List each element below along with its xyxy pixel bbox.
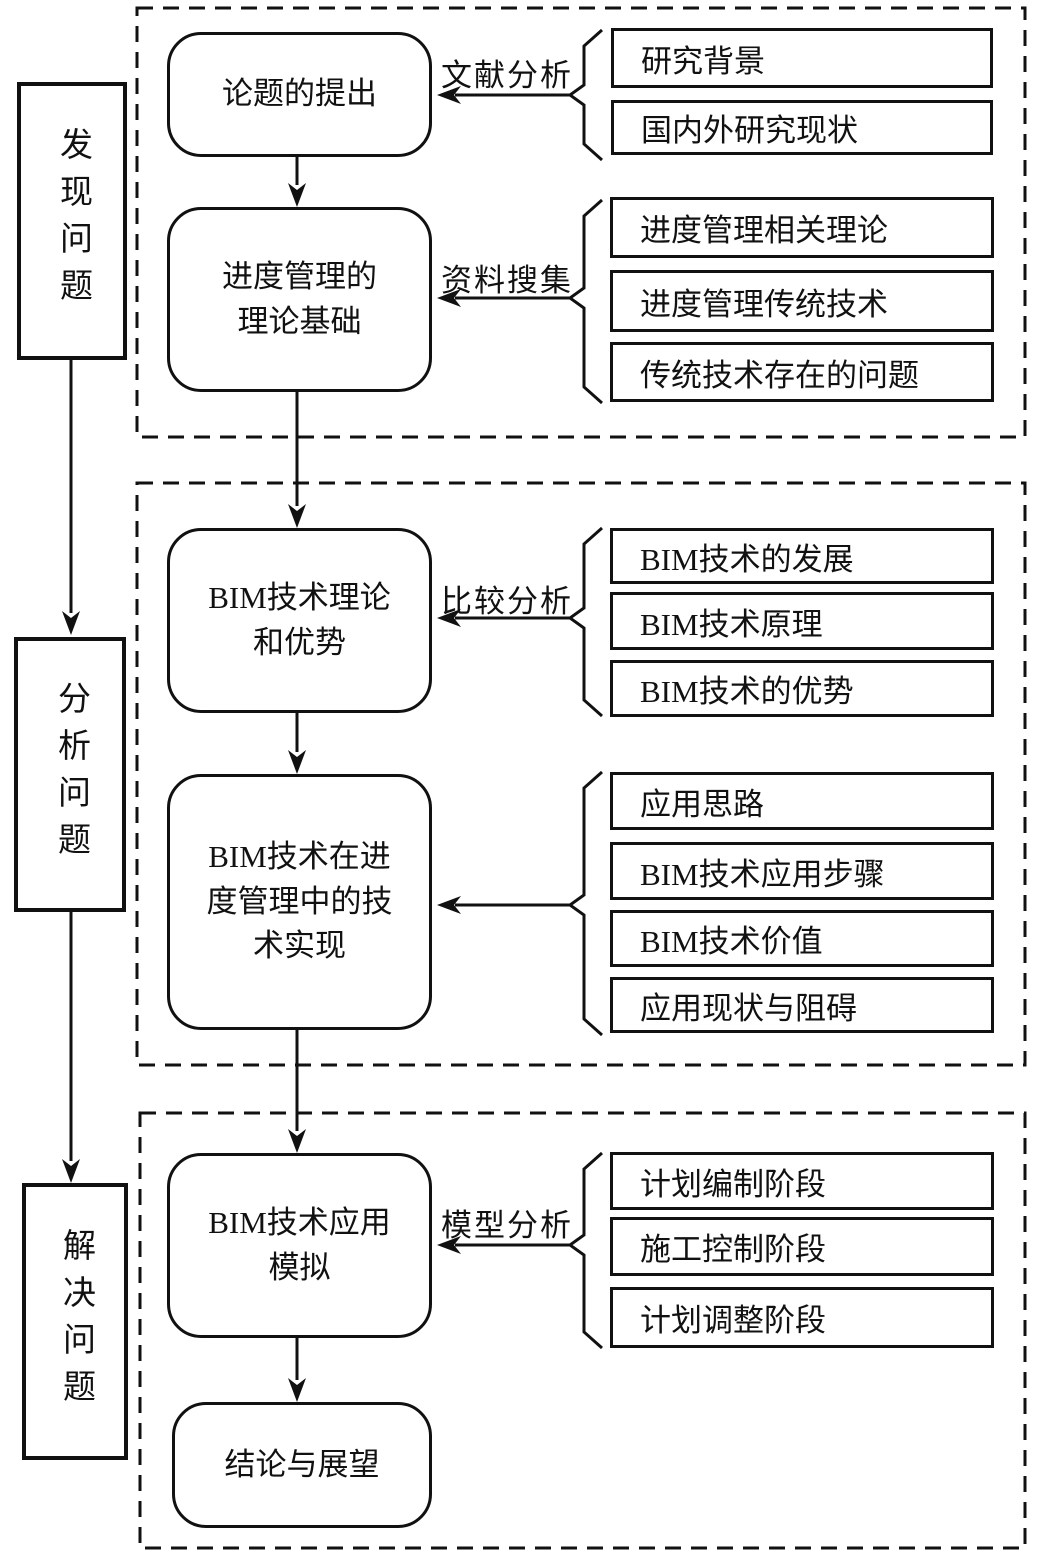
arrowheads	[62, 86, 461, 1402]
item-box: BIM技术的优势	[610, 660, 994, 717]
stage-box-solve-problem: 解决问题	[22, 1183, 128, 1460]
item-box: 应用现状与阻碍	[610, 977, 994, 1033]
brace-model	[567, 1151, 603, 1350]
item-box: BIM技术原理	[610, 592, 994, 650]
brace-material	[567, 198, 603, 405]
stage-box-discover-problem: 发现问题	[17, 82, 127, 360]
item-box: 计划编制阶段	[610, 1152, 994, 1210]
section-frame-discover	[135, 6, 1027, 439]
item-box: BIM技术的发展	[610, 528, 994, 584]
stage-label: 解决问题	[57, 1227, 94, 1416]
item-box: 进度管理相关理论	[610, 197, 994, 258]
item-box: 国内外研究现状	[611, 100, 993, 155]
node-bim-simulation: BIM技术应用 模拟	[167, 1153, 432, 1338]
item-box: 施工控制阶段	[610, 1217, 994, 1276]
arrow-label-comparative-analysis: 比较分析	[441, 584, 573, 619]
brace-implementation	[567, 770, 603, 1037]
item-box: 计划调整阶段	[610, 1287, 994, 1348]
arrow-label-literature-analysis: 文献分析	[441, 58, 573, 93]
stage-label: 发现问题	[54, 127, 91, 315]
section-frame-solve	[138, 1111, 1027, 1550]
arrow-label-model-analysis: 模型分析	[441, 1208, 573, 1243]
item-box: 应用思路	[610, 772, 994, 830]
item-box: BIM技术应用步骤	[610, 842, 994, 900]
node-bim-implementation: BIM技术在进 度管理中的技 术实现	[167, 774, 432, 1030]
item-box: 进度管理传统技术	[610, 270, 994, 332]
node-progress-theory-basis: 进度管理的 理论基础	[167, 207, 432, 392]
item-box: 研究背景	[611, 28, 993, 88]
section-frame-analyze	[135, 481, 1027, 1067]
item-box: 传统技术存在的问题	[610, 342, 994, 402]
arrow-label-material-collection: 资料搜集	[441, 263, 573, 298]
stage-box-analyze-problem: 分析问题	[14, 637, 126, 912]
node-topic-proposal: 论题的提出	[167, 32, 432, 157]
node-conclusion-outlook: 结论与展望	[172, 1402, 432, 1528]
node-bim-theory-advantage: BIM技术理论 和优势	[167, 528, 432, 713]
stage-label: 分析问题	[52, 680, 89, 869]
item-box: BIM技术价值	[610, 910, 994, 967]
brace-compare	[567, 526, 603, 718]
